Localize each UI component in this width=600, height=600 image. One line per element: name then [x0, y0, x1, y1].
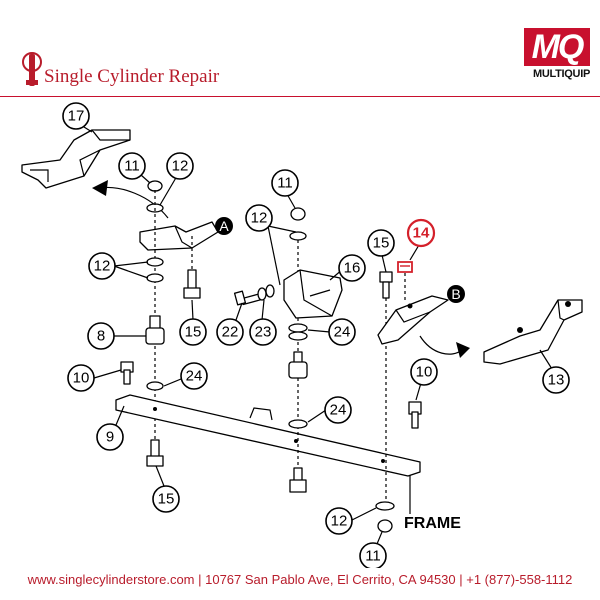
svg-text:B: B: [451, 286, 460, 302]
washer-12-left-b: [146, 273, 164, 283]
callout-24-left: 24: [180, 362, 208, 390]
svg-text:14: 14: [413, 225, 430, 242]
bolt-15-frame-left: [146, 439, 164, 467]
callout-16: 16: [338, 254, 366, 282]
brand-logo-icon: [22, 52, 42, 86]
svg-text:12: 12: [172, 158, 189, 175]
callout-11-center: 11: [271, 169, 299, 197]
svg-text:11: 11: [365, 548, 381, 565]
arrow-b-curve: [419, 335, 463, 355]
washer-23: [257, 284, 275, 301]
callout-11-bottom: 11: [359, 542, 387, 568]
callout-12-left-mid: 12: [88, 252, 116, 280]
svg-text:A: A: [219, 218, 229, 234]
ref-marker-b: B: [447, 285, 465, 303]
svg-text:12: 12: [251, 210, 268, 227]
svg-text:12: 12: [94, 258, 111, 275]
svg-text:11: 11: [277, 175, 293, 192]
right-mount-plate: [377, 295, 449, 345]
callout-24-center-lower: 24: [324, 396, 352, 424]
svg-text:24: 24: [330, 402, 347, 419]
svg-text:11: 11: [124, 158, 140, 175]
callout-15-frame-left: 15: [152, 485, 180, 513]
callout-10-left: 10: [67, 364, 95, 392]
arrow-a-head: [92, 180, 108, 196]
arrow-a-curve: [99, 186, 169, 219]
washer-12-bottom: [375, 501, 395, 511]
engine-bracket-16: [283, 269, 343, 319]
svg-text:17: 17: [68, 108, 85, 125]
ref-marker-a: A: [215, 217, 233, 235]
svg-text:12: 12: [331, 513, 348, 530]
svg-text:8: 8: [97, 328, 105, 345]
left-mount-plate: [139, 221, 219, 251]
bolt-10-right: [408, 401, 422, 429]
callout-17: 17: [62, 102, 90, 130]
callout-15-left-upper: 15: [179, 318, 207, 346]
header-divider: [0, 96, 600, 97]
washer-12-center: [289, 231, 307, 241]
part-13-bracket: [483, 299, 583, 365]
svg-text:10: 10: [416, 364, 433, 381]
svg-text:15: 15: [185, 324, 202, 341]
frame-label: FRAME: [404, 515, 461, 532]
callout-11-left: 11: [118, 152, 146, 180]
bolt-15-left-upper: [183, 236, 201, 299]
svg-text:24: 24: [186, 368, 203, 385]
svg-text:9: 9: [106, 429, 114, 446]
washer-24-center-a: [288, 323, 308, 333]
svg-text:23: 23: [255, 324, 272, 341]
callout-12-bottom: 12: [325, 507, 353, 535]
svg-text:22: 22: [222, 324, 239, 341]
brand-name: Single Cylinder Repair: [44, 66, 220, 87]
callout-22: 22: [216, 318, 244, 346]
callout-24-center-upper: 24: [328, 318, 356, 346]
bolt-10-left: [120, 361, 134, 385]
nut-11-center: [290, 207, 306, 221]
callout-13: 13: [542, 366, 570, 394]
parts-diagram: FRAME A B 17 11 12: [21, 102, 583, 568]
callout-9: 9: [96, 423, 124, 451]
callout-8: 8: [87, 322, 115, 350]
callout-15-right: 15: [367, 229, 395, 257]
svg-text:10: 10: [73, 370, 90, 387]
clip-14: [397, 261, 413, 273]
frame-bar: [115, 394, 421, 477]
callout-12-left-top: 12: [166, 152, 194, 180]
callout-14: 14: [406, 218, 436, 248]
washer-12-left-a: [146, 257, 164, 267]
mq-logo-mark: MQ: [524, 28, 590, 66]
rubber-mount-center: [288, 351, 308, 379]
svg-text:24: 24: [334, 324, 351, 341]
svg-text:15: 15: [373, 235, 390, 252]
part-17-bracket: [21, 129, 131, 189]
svg-text:15: 15: [158, 491, 175, 508]
footer-contact: www.singlecylinderstore.com | 10767 San …: [27, 572, 573, 587]
multiquip-wordmark: MULTIQUIP: [533, 68, 590, 80]
multiquip-logo: MQ MULTIQUIP: [510, 28, 590, 84]
bolt-15-right: [379, 271, 393, 299]
washer-24-center-lower: [288, 419, 308, 429]
leader-lines: [83, 126, 553, 545]
bolt-center-lower: [289, 467, 307, 493]
callout-23: 23: [249, 318, 277, 346]
nut-11-bottom: [377, 519, 393, 533]
callout-12-center: 12: [245, 204, 273, 232]
washer-24-center-b: [288, 331, 308, 341]
callout-10-right: 10: [410, 358, 438, 386]
svg-text:13: 13: [548, 372, 565, 389]
arrow-b-head: [456, 342, 470, 358]
svg-text:16: 16: [344, 260, 361, 277]
